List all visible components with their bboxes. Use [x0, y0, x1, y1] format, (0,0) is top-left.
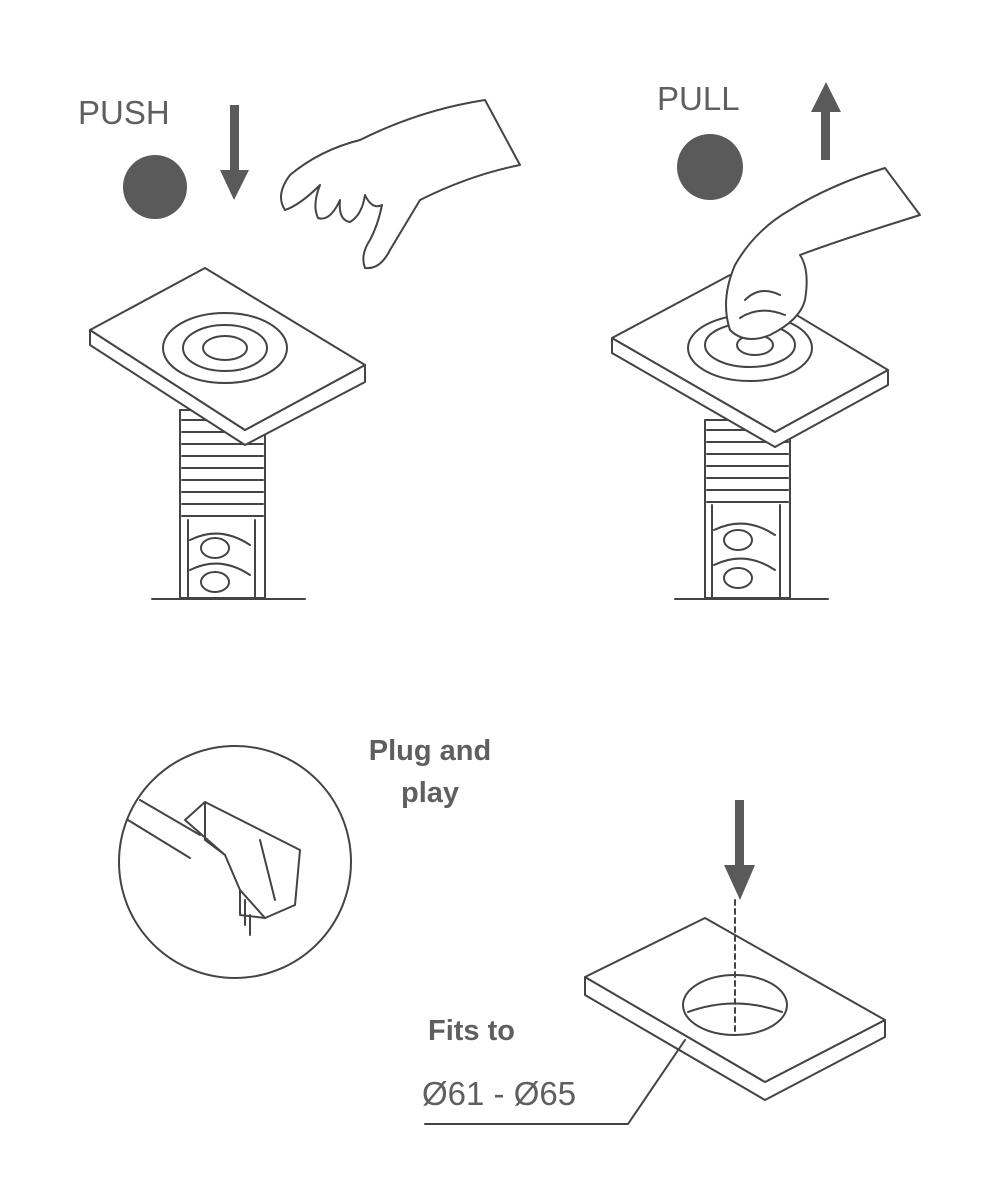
- fits-to-label: Fits to: [428, 1015, 515, 1047]
- hand-grabbing-icon: [725, 167, 921, 340]
- mounting-plate-cutout: [424, 899, 886, 1125]
- plug-and-play-label: Plug and play: [340, 730, 520, 814]
- plug-and-play-line-1: Plug and: [368, 735, 492, 767]
- pull-button-dot: [677, 134, 743, 200]
- pull-label: PULL: [657, 80, 740, 117]
- plug-and-play-line-2: play: [400, 777, 460, 809]
- arrow-up-icon: [811, 82, 841, 160]
- hand-pointing-icon: [280, 99, 521, 270]
- pull-plate: [611, 274, 889, 600]
- push-plate: [89, 267, 366, 600]
- plug-icon: [118, 745, 352, 979]
- push-button-dot: [123, 155, 187, 219]
- diameter-range-label: Ø61 - Ø65: [422, 1075, 577, 1112]
- push-label: PUSH: [78, 94, 170, 131]
- arrow-down-icon: [220, 105, 249, 200]
- insert-arrow-down-icon: [724, 800, 755, 900]
